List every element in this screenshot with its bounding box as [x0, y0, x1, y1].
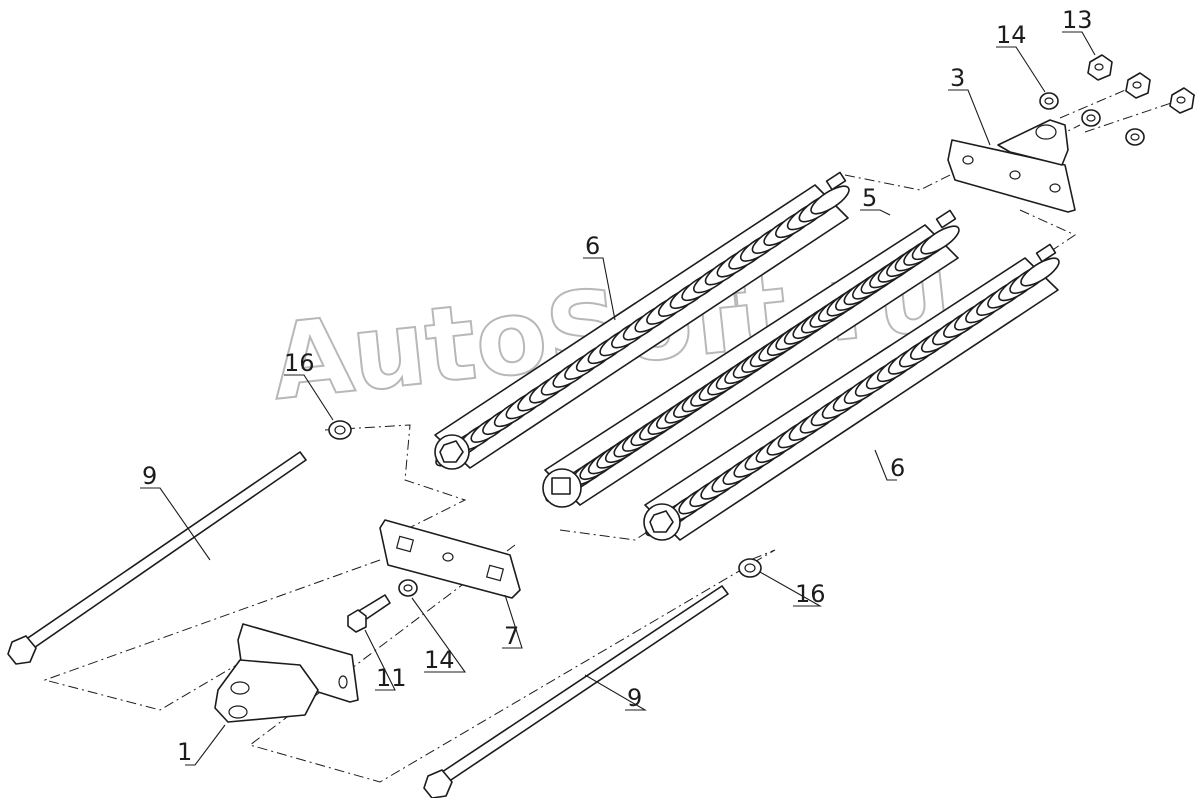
tie-rod-bottom [423, 585, 729, 798]
plate-7 [379, 519, 521, 599]
callout-3: 3 [950, 64, 965, 92]
spring-coil [1020, 257, 1060, 287]
tie-rod-left [7, 451, 307, 665]
callout-7: 7 [504, 622, 519, 650]
bracket-3 [947, 119, 1076, 213]
nut-13-right [1169, 87, 1195, 114]
nut-13-top [1087, 54, 1113, 81]
callout-9-left: 9 [142, 462, 157, 490]
washer-14-a [1039, 92, 1059, 110]
callout-11: 11 [376, 664, 407, 692]
callout-14-lower: 14 [424, 646, 455, 674]
washer-14-c [1125, 128, 1145, 146]
callout-1: 1 [177, 738, 192, 766]
callout-9-bottom: 9 [627, 684, 642, 712]
callout-5: 5 [862, 184, 877, 212]
spring-6-upper [434, 171, 850, 470]
callout-6-upper: 6 [585, 232, 600, 260]
washer-14-b [1081, 109, 1101, 127]
washer-16-left [328, 420, 352, 440]
callout-14-top: 14 [996, 21, 1027, 49]
bracket-1 [214, 623, 359, 723]
bolt-11 [347, 594, 391, 633]
washer-16-right [738, 558, 762, 578]
washer-14-lower [398, 579, 418, 597]
spring-coil [920, 225, 960, 255]
spring-coil [810, 185, 850, 215]
nut-13-middle [1125, 72, 1151, 99]
callout-6-lower: 6 [890, 454, 905, 482]
callout-16-left: 16 [284, 349, 315, 377]
leader-lines [140, 31, 1096, 766]
spring-6-lower [643, 243, 1060, 541]
callout-16-right: 16 [795, 580, 826, 608]
callouts: 1 3 5 6 6 7 9 9 11 13 14 14 16 16 [142, 6, 1093, 766]
spring-5-middle [542, 209, 960, 508]
callout-13: 13 [1062, 6, 1093, 34]
